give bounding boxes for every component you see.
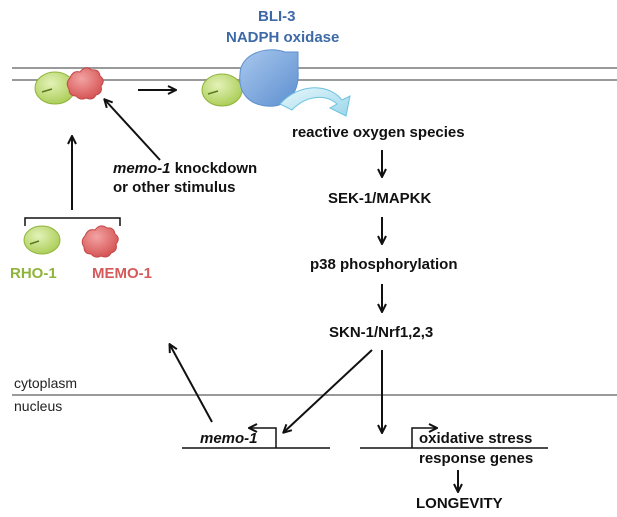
- membrane-complex-right: [201, 49, 299, 107]
- rho1-protein-free: [23, 225, 61, 255]
- stimulus-label-line1: memo-1 knockdown: [113, 160, 257, 177]
- stress-genes-line1: oxidative stress: [419, 430, 532, 447]
- bli3-nadph-oxidase-shape: [239, 49, 299, 107]
- memo1-gene-label: memo-1: [200, 430, 258, 447]
- arrow-stimulus-to-complex: [105, 100, 161, 161]
- sek1-mapkk-label: SEK-1/MAPKK: [328, 190, 432, 207]
- cell-membrane: [12, 67, 617, 81]
- knockdown-text: knockdown: [171, 160, 258, 177]
- memo1-protein-membrane: [66, 67, 104, 100]
- p38-phosphorylation-label: p38 phosphorylation: [310, 256, 458, 273]
- protein-bracket: [24, 217, 121, 226]
- stress-response-gene: oxidative stress response genes: [360, 428, 548, 467]
- memo1-label: MEMO-1: [92, 265, 152, 282]
- stress-genes-line2: response genes: [419, 450, 533, 467]
- membrane-complex-left: [34, 67, 104, 105]
- cytoplasm-label: cytoplasm: [14, 375, 77, 391]
- longevity-label: LONGEVITY: [416, 495, 503, 512]
- arrow-skn-to-memo-gene: [284, 349, 373, 432]
- memo1-protein-free: [81, 225, 119, 258]
- stimulus-label-line2: or other stimulus: [113, 179, 236, 196]
- nucleus-label: nucleus: [14, 398, 62, 414]
- rho1-protein-bound: [201, 73, 243, 107]
- nadph-oxidase-label: NADPH oxidase: [226, 29, 339, 46]
- bli3-label: BLI-3: [258, 8, 296, 25]
- memo1-knockdown-gene: memo-1: [113, 160, 171, 177]
- memo1-gene: memo-1: [182, 428, 330, 449]
- ros-curved-arrow: [279, 87, 351, 117]
- arrow-memo-export: [170, 345, 213, 423]
- skn1-nrf-label: SKN-1/Nrf1,2,3: [329, 324, 433, 341]
- ros-label: reactive oxygen species: [292, 124, 465, 141]
- rho1-label: RHO-1: [10, 265, 57, 282]
